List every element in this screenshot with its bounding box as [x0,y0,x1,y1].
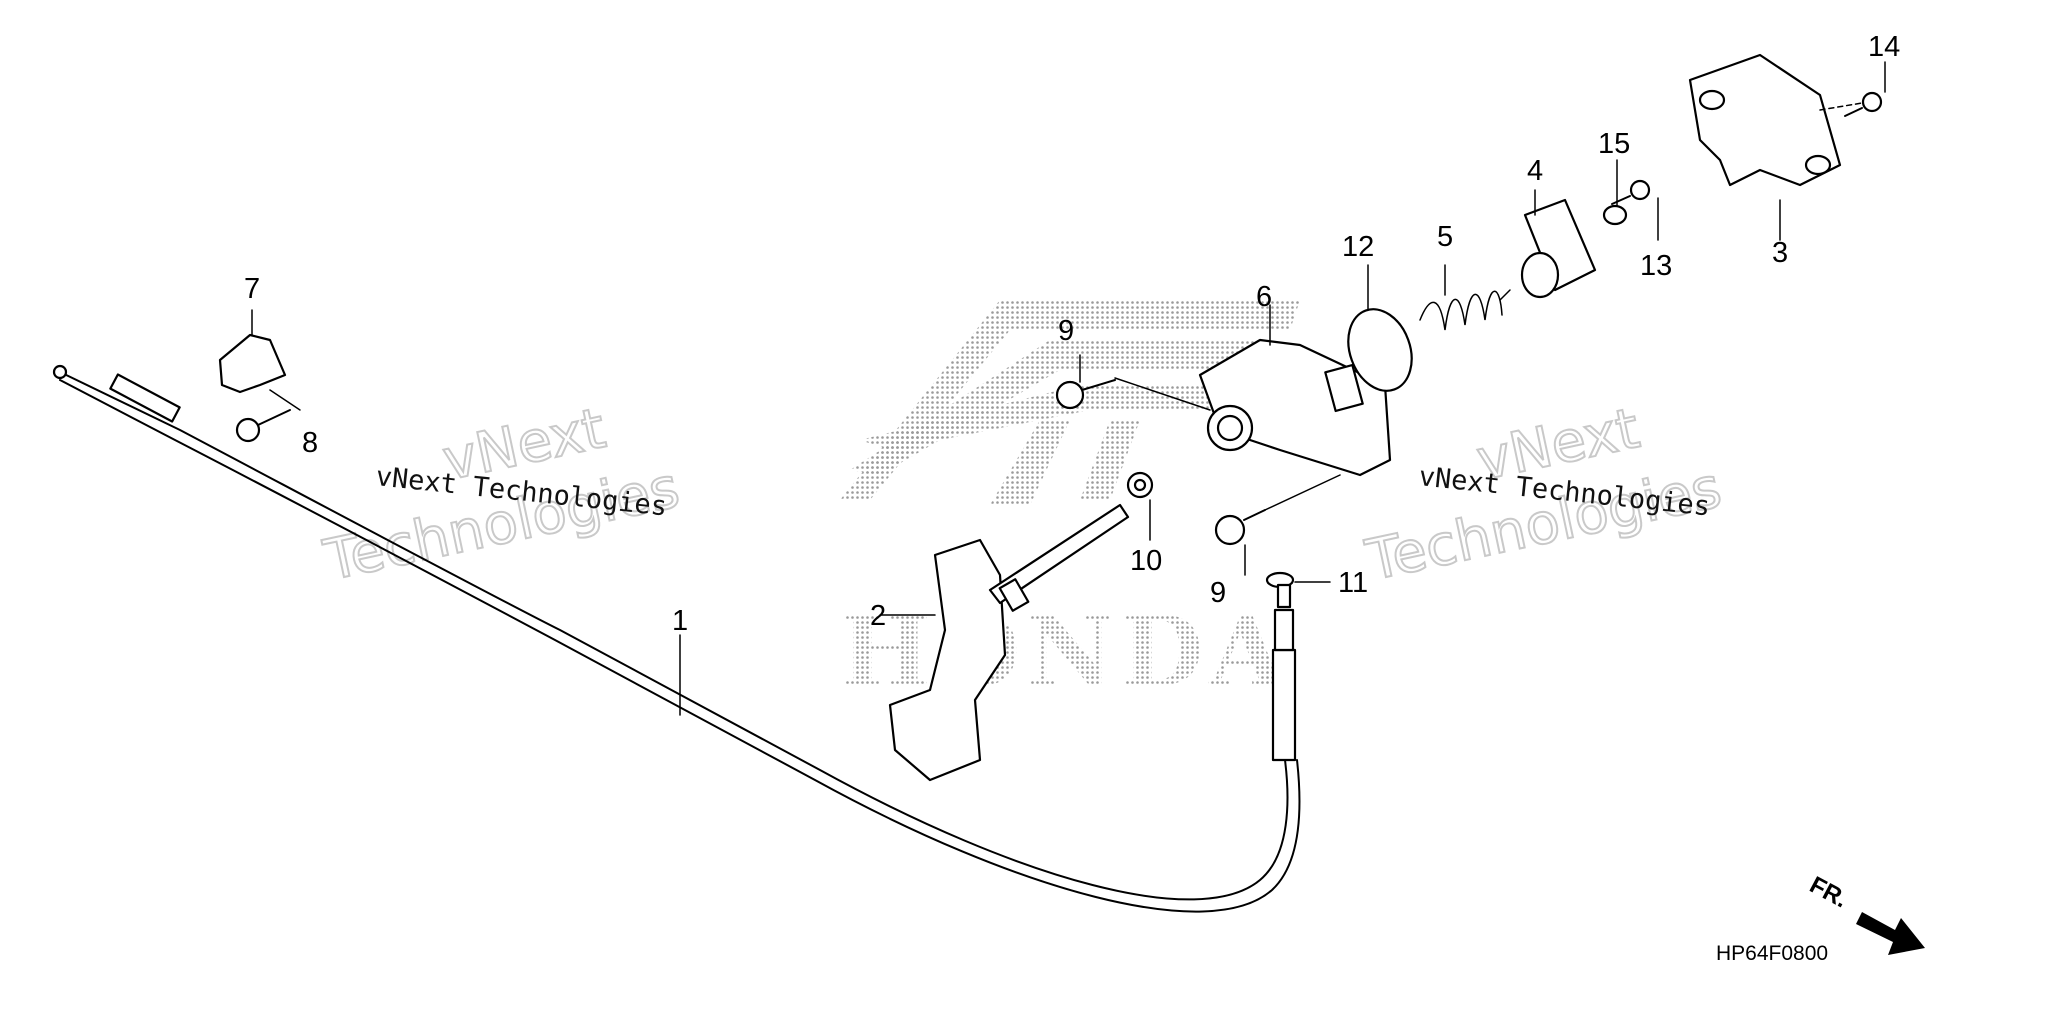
callouts: 1 2 3 4 5 6 7 8 9 9 10 11 12 13 14 15 [244,31,1900,637]
honda-wing-emblem [840,300,1300,505]
collar-part-4 [1520,198,1597,299]
callout-9-upper: 9 [1058,315,1074,347]
watermark-left: vNext Technologies vNext Technologies [317,395,685,595]
nut-part-10 [1126,471,1154,499]
drawing-code: HP64F0800 [1716,942,1828,965]
clamp-part-7 [218,333,287,394]
bolt-part-9-lower [1214,509,1266,546]
callout-1: 1 [672,605,688,637]
front-label: FR. [1805,871,1852,913]
screw-part-14 [1844,91,1883,117]
callout-8: 8 [302,427,318,459]
callout-15: 15 [1598,128,1630,160]
spring-part-5 [1419,289,1511,331]
housing-part-6 [1198,338,1392,477]
pedal-part-2 [888,503,1130,782]
leader-lines [251,61,1886,716]
callout-6: 6 [1256,281,1272,313]
callout-7: 7 [244,273,260,305]
bolt-part-9-upper [1055,379,1116,410]
watermark-right: vNext Technologies vNext Technologies [1359,395,1727,595]
callout-11: 11 [1338,567,1368,599]
callout-3: 3 [1772,237,1788,269]
bolt-part-8 [235,409,291,443]
washer-part-15 [1602,204,1628,226]
cable-end-fitting [1271,583,1297,762]
plate-part-3 [1688,53,1881,187]
callout-2: 2 [870,600,886,632]
screw-part-13 [1611,179,1651,205]
honda-wordmark: HONDA [840,595,1290,708]
callout-5: 5 [1437,221,1453,253]
oring-part-12 [1347,308,1413,392]
callout-10: 10 [1130,545,1162,577]
callout-9-lower: 9 [1210,577,1226,609]
cable-part-1 [52,364,1301,913]
callout-12: 12 [1342,231,1374,263]
front-arrow-icon [1856,912,1925,955]
callout-4: 4 [1527,155,1543,187]
callout-14: 14 [1868,31,1900,63]
callout-13: 13 [1640,250,1672,282]
